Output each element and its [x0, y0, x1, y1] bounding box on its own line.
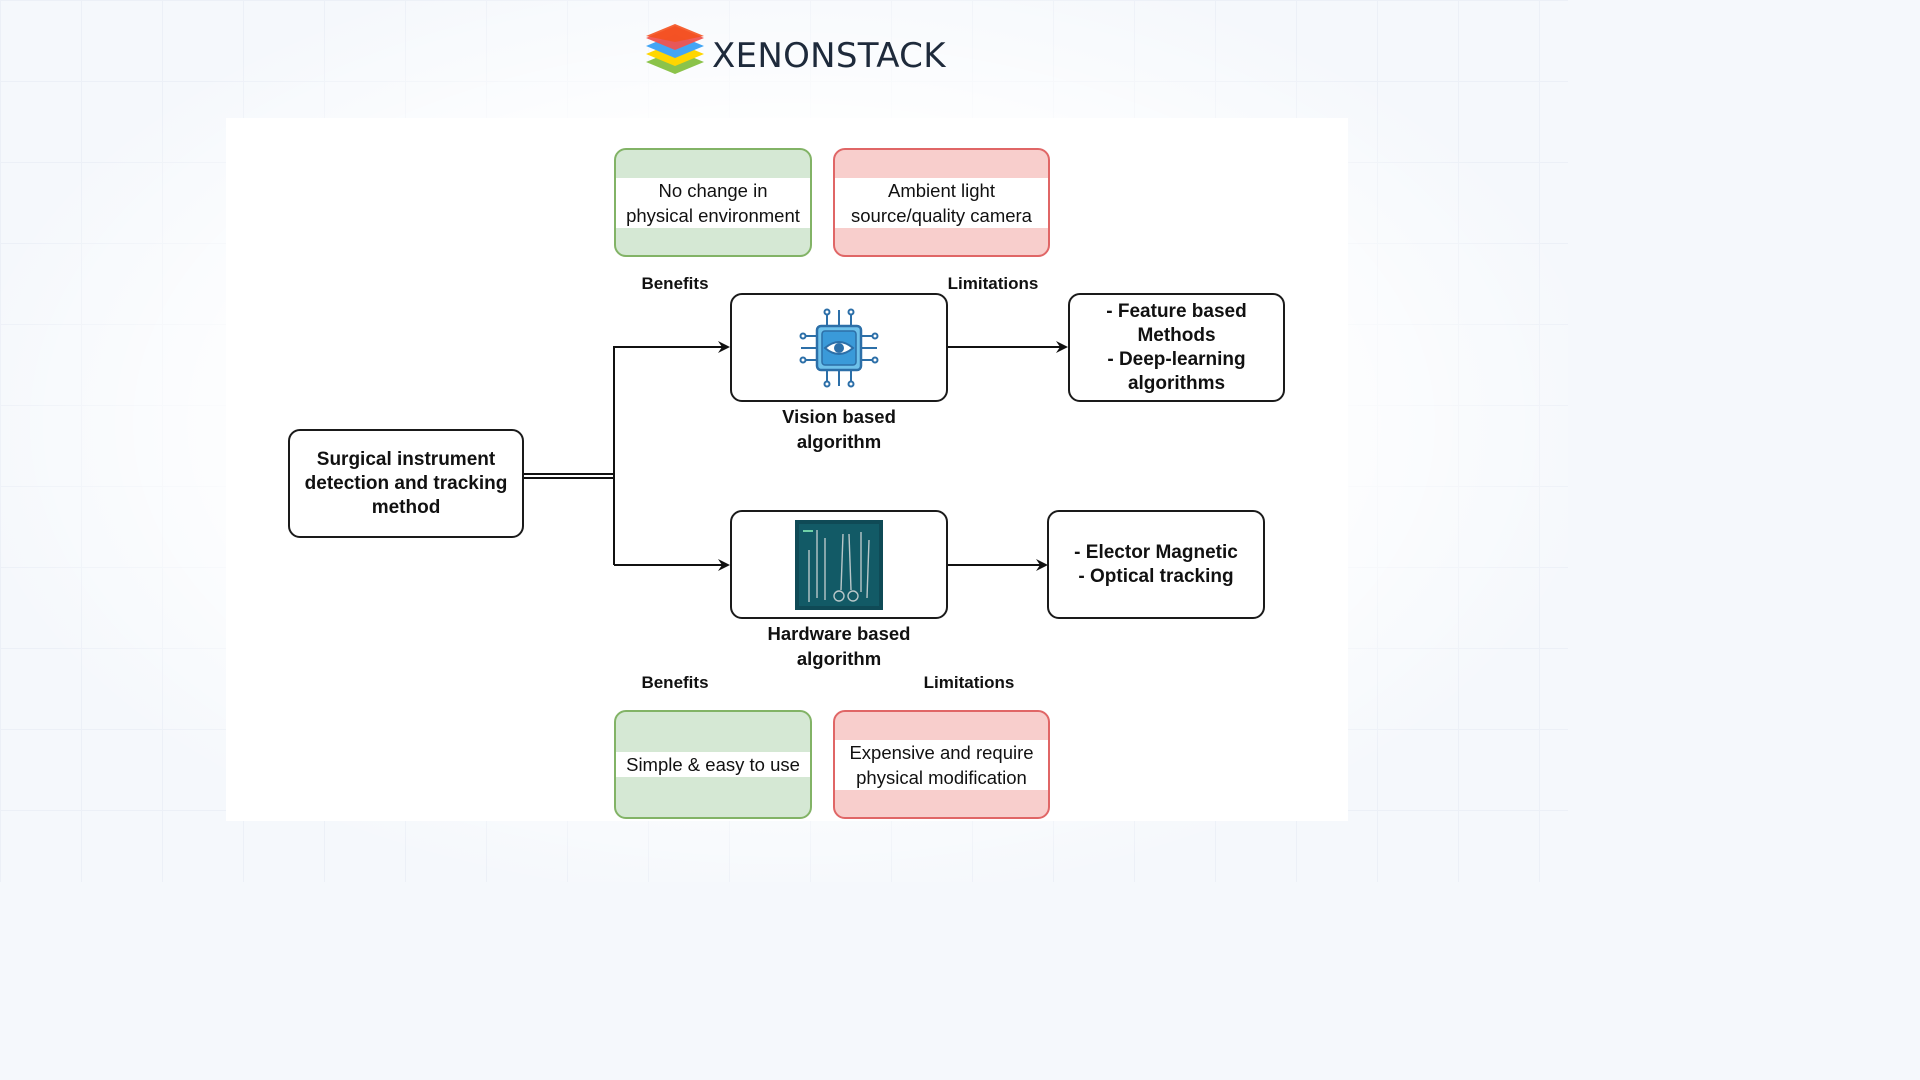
hardware-benefits-label: Benefits — [641, 673, 709, 692]
root-method-text: Surgical instrument detection and tracki… — [304, 448, 508, 518]
vision-methods-box: - Feature based Methods - Deep-learning … — [1068, 293, 1285, 402]
hardware-benefit-box: Simple & easy to use — [614, 710, 812, 819]
hardware-limitations-label: Limitations — [923, 673, 1015, 692]
hardware-limitation-box: Expensive and require physical modificat… — [833, 710, 1050, 819]
vision-benefit-box: No change in physical environment — [614, 148, 812, 257]
vision-algorithm-label: Vision based algorithm — [782, 406, 896, 452]
root-method-box: Surgical instrument detection and tracki… — [288, 429, 524, 538]
hardware-methods-text: - Elector Magnetic - Optical tracking — [1074, 541, 1238, 587]
vision-benefits-label: Benefits — [641, 274, 709, 293]
vision-benefit-text: No change in physical environment — [616, 177, 810, 228]
brand-logo: XENONSTACK — [644, 22, 946, 90]
vision-limitation-text: Ambient light source/quality camera — [835, 177, 1048, 228]
ai-eye-chip-icon — [799, 308, 879, 387]
vision-limitation-box: Ambient light source/quality camera — [833, 148, 1050, 257]
hardware-limitation-text: Expensive and require physical modificat… — [835, 739, 1048, 790]
brand-name: XENONSTACK — [712, 36, 946, 76]
hardware-algorithm-label: Hardware based algorithm — [767, 623, 911, 669]
hardware-methods-box: - Elector Magnetic - Optical tracking — [1047, 510, 1265, 619]
vision-methods-text: - Feature based Methods - Deep-learning … — [1106, 300, 1247, 394]
hardware-benefit-text: Simple & easy to use — [616, 752, 810, 777]
hardware-algorithm-box — [730, 510, 948, 619]
xenonstack-logo-icon — [646, 24, 704, 74]
connector-lines — [524, 341, 1068, 571]
vision-limitations-label: Limitations — [947, 274, 1039, 293]
vision-algorithm-box — [730, 293, 948, 402]
surgical-instruments-photo — [795, 519, 883, 610]
